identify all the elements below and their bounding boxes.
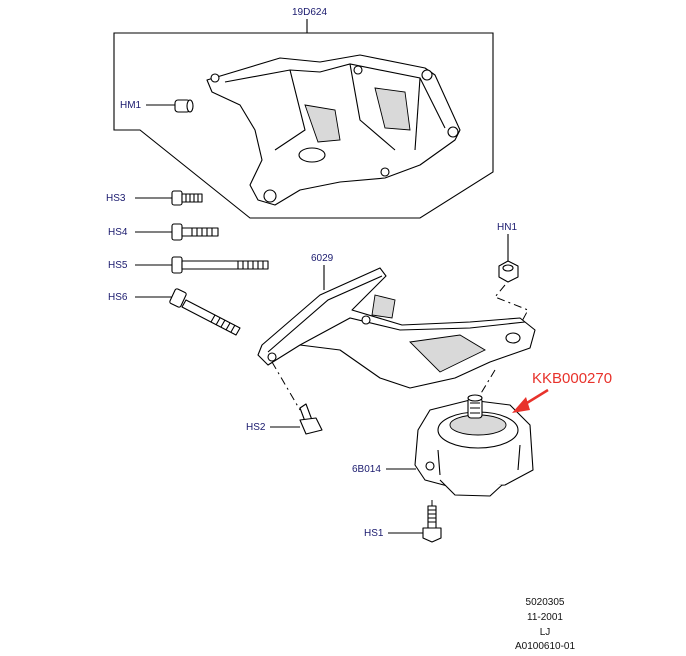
bolt-hs4 — [171, 223, 219, 241]
nut-hn1 — [498, 260, 519, 283]
centerline-mount — [476, 369, 496, 401]
centerline-hs2 — [271, 361, 301, 411]
bolt-hs5 — [171, 256, 269, 274]
highlight-arrow-icon — [512, 388, 549, 413]
label-hs2: HS2 — [246, 422, 266, 433]
footer-line-2: 11-2001 — [527, 612, 563, 623]
label-hs5: HS5 — [108, 260, 128, 271]
label-6029: 6029 — [311, 253, 334, 264]
label-hs3: HS3 — [106, 193, 126, 204]
label-6b014: 6B014 — [352, 464, 381, 475]
mounting-arm-6029 — [257, 267, 536, 389]
bolt-hs6 — [169, 288, 241, 336]
label-hn1: HN1 — [497, 222, 517, 233]
centerline-hn1 — [494, 284, 529, 326]
label-hs1: HS1 — [364, 528, 384, 539]
label-19d624: 19D624 — [292, 7, 327, 18]
footer-line-1: 5020305 — [525, 597, 565, 608]
bolt-hs2 — [299, 403, 323, 435]
bolt-hs3 — [171, 190, 203, 206]
highlight-part-number: KKB000270 — [532, 370, 612, 387]
footer-line-4: A0100610-01 — [514, 641, 576, 652]
footer-line-3: LJ — [539, 627, 551, 638]
label-hs4: HS4 — [108, 227, 128, 238]
bolt-hs1 — [422, 505, 442, 543]
label-hs6: HS6 — [108, 292, 128, 303]
engine-mount-6b014 — [414, 394, 534, 497]
bracket-frame — [113, 19, 494, 219]
label-hm1: HM1 — [120, 100, 142, 111]
support-bracket-19d624 — [206, 54, 461, 206]
sleeve-hm1 — [174, 99, 194, 113]
